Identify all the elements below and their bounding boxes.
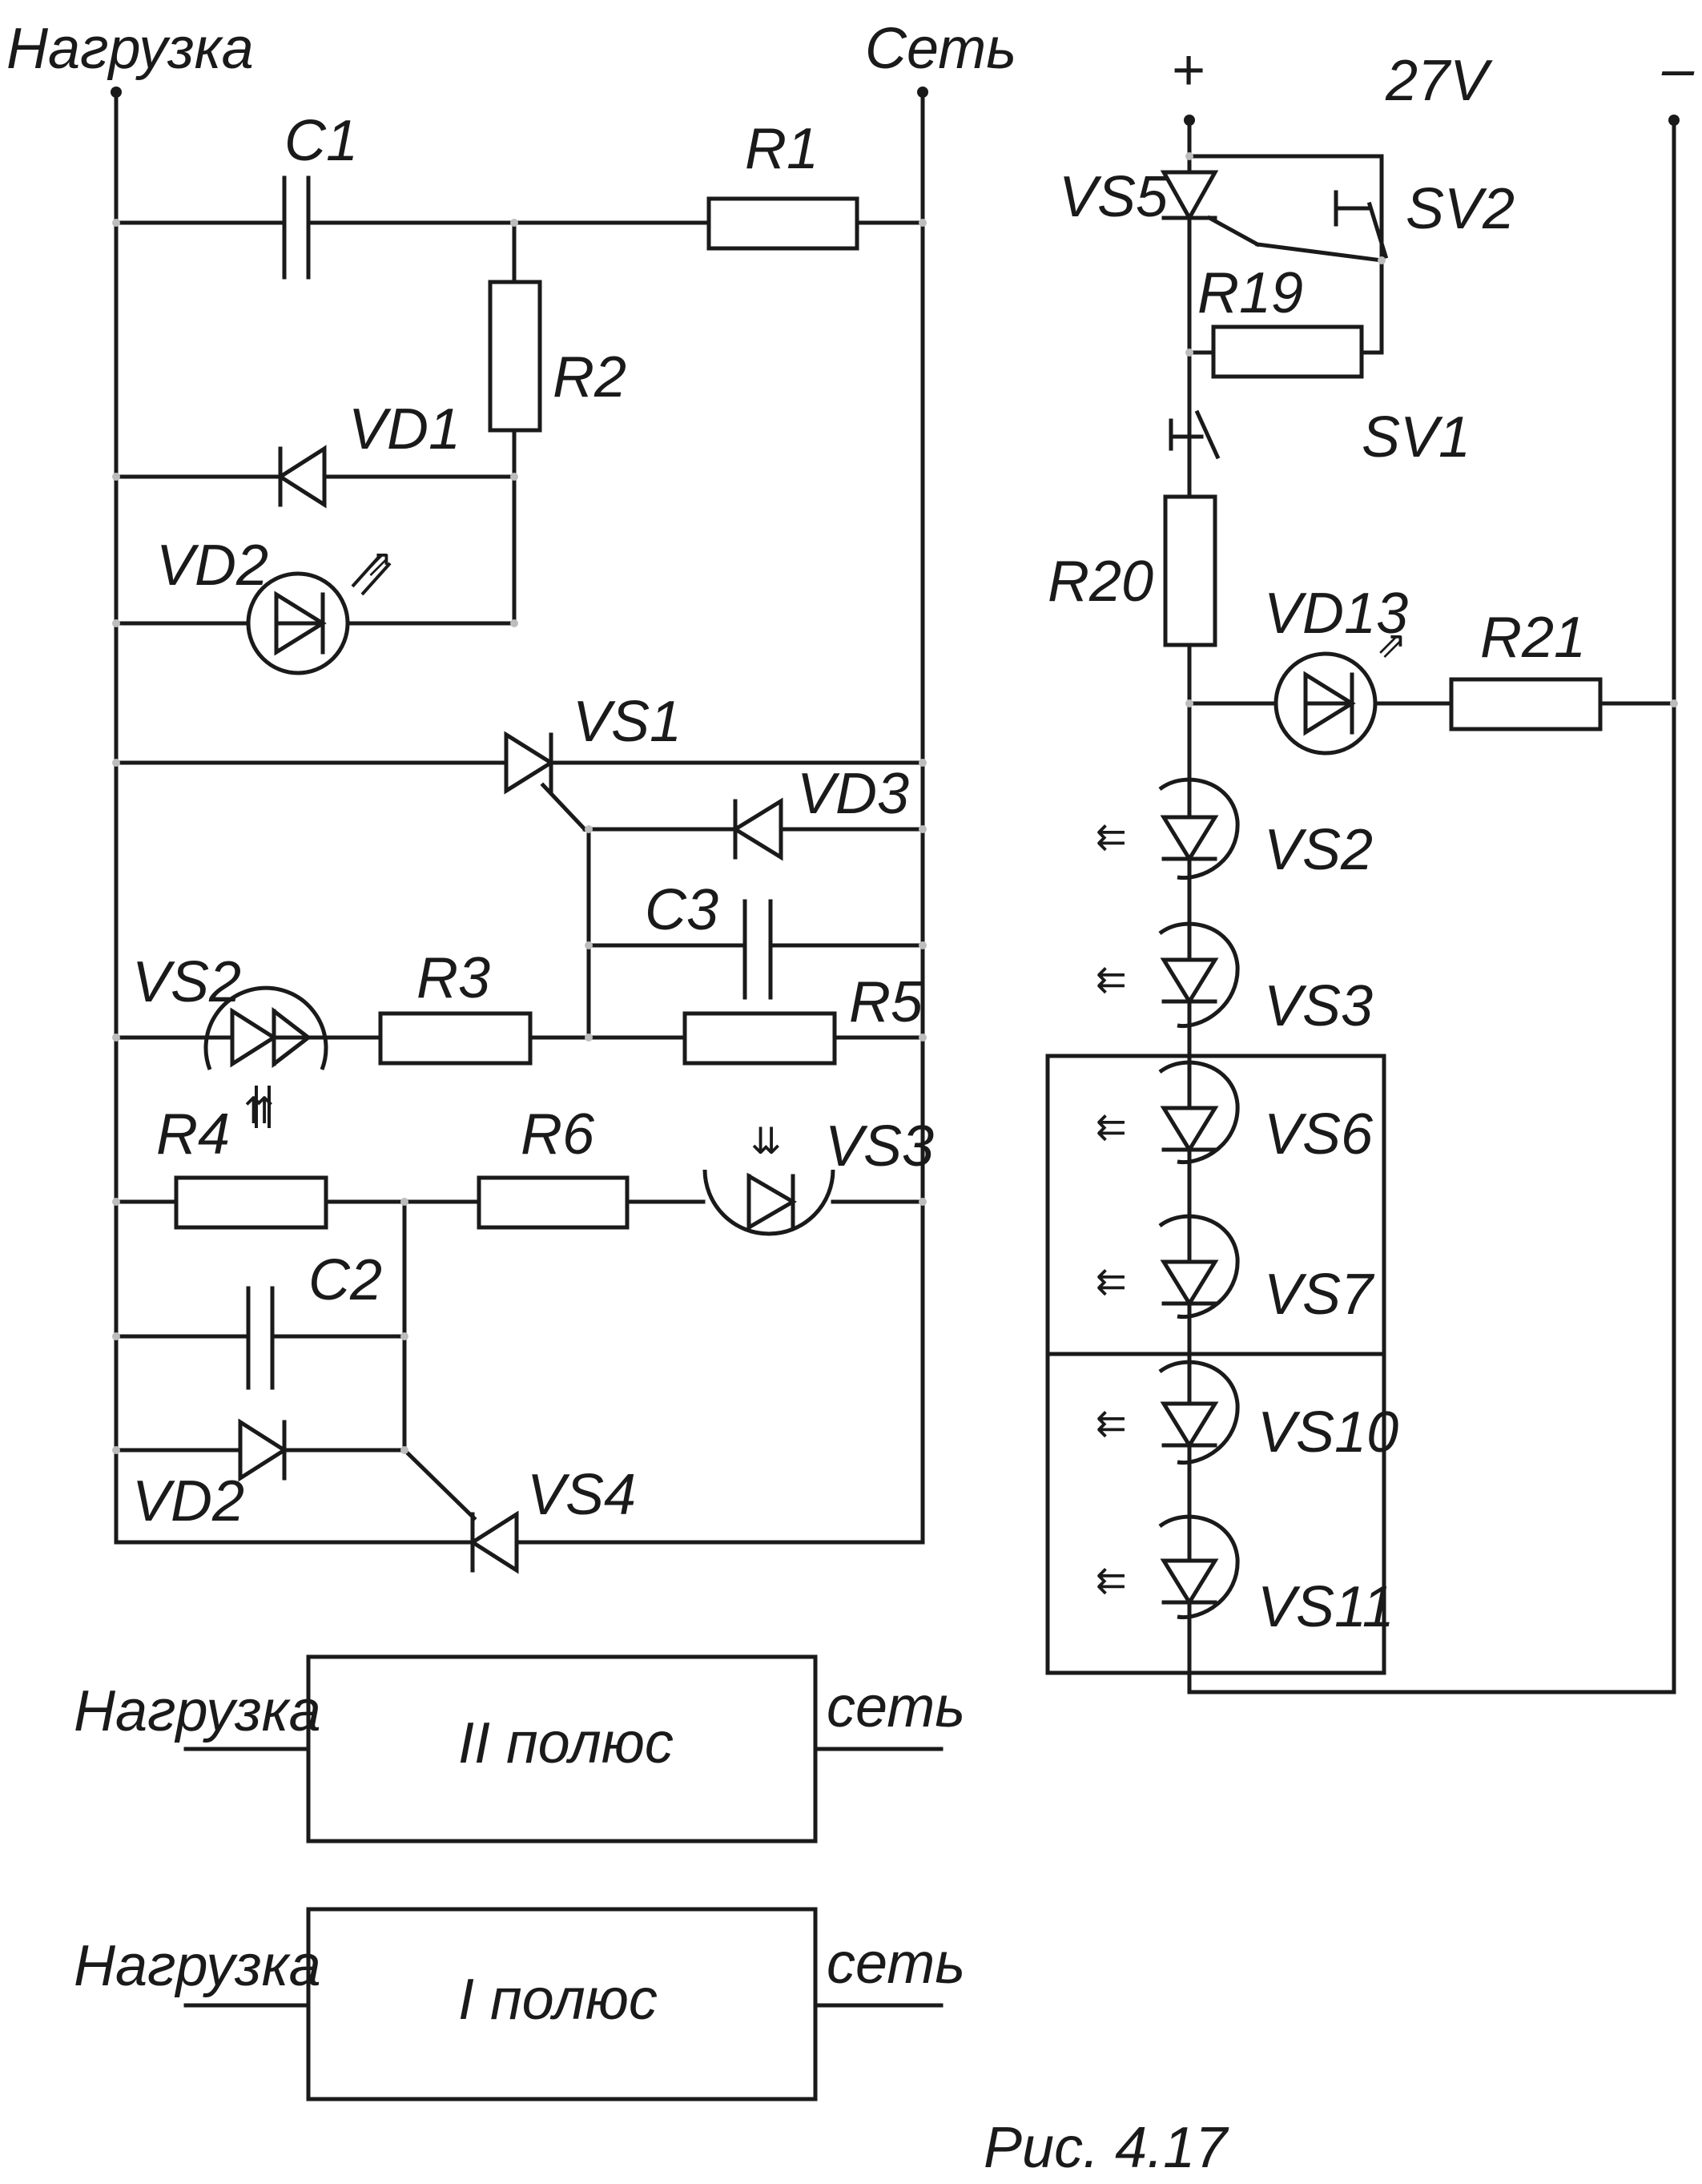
capacitor-c1 <box>282 175 311 280</box>
sv1-label: SV1 <box>1362 405 1471 469</box>
terminal-load-label: Нагрузка <box>6 17 254 81</box>
vd3-label: VD3 <box>797 762 909 826</box>
r2-label: R2 <box>553 345 626 409</box>
vs1-label: VS1 <box>573 690 682 754</box>
r20-label: R20 <box>1048 550 1153 614</box>
opto-vs10: ⇇ <box>1096 1360 1240 1465</box>
vs11-label: VS11 <box>1257 1575 1394 1639</box>
capacitor-c2 <box>246 1286 275 1390</box>
c2-label: C2 <box>308 1248 382 1312</box>
r19-label: R19 <box>1197 261 1303 325</box>
figure-caption: Рис. 4.17 <box>984 2116 1229 2180</box>
thyristor-vs1 <box>114 731 925 832</box>
right-circuit: + 27V – SV2 VS5 R19 <box>1045 37 1695 1694</box>
resistor-r5 <box>682 1011 837 1066</box>
vd2-top-label: VD2 <box>156 534 268 598</box>
r1-label: R1 <box>745 117 819 181</box>
vs10-label: VS10 <box>1257 1400 1398 1465</box>
pole-block-i: Нагрузка сеть I полюс <box>74 1907 965 2101</box>
resistor-r3 <box>378 1011 533 1066</box>
minus-label: – <box>1661 37 1695 101</box>
vs4-label: VS4 <box>527 1463 636 1527</box>
vs7-label: VS7 <box>1264 1263 1375 1327</box>
voltage-label: 27V <box>1385 49 1493 113</box>
diode-vd1 <box>114 445 517 509</box>
opto-led-arrow-icon-vs3: ⇇ <box>1096 957 1127 1001</box>
vs5-label: VS5 <box>1059 165 1169 229</box>
opto-led-arrow-icon-vs10: ⇇ <box>1096 1401 1127 1445</box>
switch-sv1 <box>1169 402 1221 499</box>
opto-led-stack <box>1045 1054 1386 1675</box>
junction-dots-right <box>1185 152 1678 707</box>
vs2-right-label: VS2 <box>1264 818 1373 882</box>
optothyristor-vs2: ⇈ <box>203 985 328 1132</box>
resistor-r21 <box>1449 677 1603 731</box>
diode-vd2-bottom <box>238 1418 288 1482</box>
svg-text:⇗: ⇗ <box>362 541 393 584</box>
pole-block-ii: Нагрузка сеть II полюс <box>74 1654 965 1844</box>
vd13-label: VD13 <box>1264 582 1408 646</box>
vs6-label: VS6 <box>1264 1102 1374 1167</box>
vs3-right-label: VS3 <box>1264 974 1373 1038</box>
block-ii-label: II полюс <box>458 1711 674 1775</box>
resistor-r19 <box>1211 324 1364 379</box>
opto-vs3-right: ⇇ <box>1096 921 1240 1029</box>
capacitor-c3 <box>742 899 773 1000</box>
block-i-right-label: сеть <box>827 1932 965 1996</box>
led-emit-arrow-icon: ⇗ <box>1376 623 1407 666</box>
opto-input-arrow-icon: ⇈ <box>243 1089 275 1132</box>
plus-label: + <box>1171 38 1205 103</box>
resistor-r2 <box>488 280 542 433</box>
led-vd13: ⇗ <box>1273 623 1407 756</box>
block-i-left-label: Нагрузка <box>74 1934 321 1998</box>
opto-input-arrow-icon-vs3: ⇊ <box>750 1119 782 1163</box>
terminal-net-label: Сеть <box>865 17 1016 81</box>
opto-led-arrow-icon-vs11: ⇇ <box>1096 1558 1127 1602</box>
c3-label: C3 <box>645 878 718 942</box>
resistor-r20 <box>1163 494 1217 647</box>
c1-label: C1 <box>284 109 358 173</box>
opto-vs6: ⇇ <box>1096 1060 1240 1165</box>
sv2-label: SV2 <box>1406 177 1515 241</box>
r21-label: R21 <box>1480 606 1586 670</box>
thyristor-vs4 <box>469 1510 519 1574</box>
thyristor-vs5 <box>1160 170 1384 263</box>
vs3-left-label: VS3 <box>825 1114 934 1179</box>
vs2-left-label: VS2 <box>132 950 241 1014</box>
opto-vs7: ⇇ <box>1096 1214 1240 1320</box>
block-ii-left-label: Нагрузка <box>74 1679 321 1743</box>
opto-led-arrow-icon-vs6: ⇇ <box>1096 1105 1127 1148</box>
row-c1-r1: C1 R1 <box>114 109 925 280</box>
vd2-bottom-label: VD2 <box>132 1469 244 1533</box>
junction-dots <box>112 219 927 1454</box>
block-ii-right-label: сеть <box>827 1675 965 1739</box>
resistor-r4 <box>174 1175 328 1230</box>
r4-label: R4 <box>156 1102 230 1167</box>
opto-vs11: ⇇ <box>1096 1514 1240 1620</box>
led-vd2-top: ⇗ <box>114 541 517 675</box>
r6-label: R6 <box>521 1102 595 1167</box>
opto-vs2-right: ⇇ <box>1096 777 1240 880</box>
opto-led-arrow-icon-vs7: ⇇ <box>1096 1259 1127 1303</box>
opto-led-arrow-icon-vs2: ⇇ <box>1096 815 1127 858</box>
r3-label: R3 <box>416 946 490 1010</box>
r5-label: R5 <box>849 970 923 1034</box>
optothyristor-vs3: ⇊ <box>702 1119 835 1236</box>
left-circuit: Нагрузка Сеть C1 R1 R2 <box>6 17 1016 1574</box>
diode-vd3 <box>731 797 783 861</box>
block-i-label: I полюс <box>458 1968 658 2032</box>
vd1-label: VD1 <box>348 397 461 461</box>
resistor-r1 <box>706 196 859 251</box>
switch-sv2 <box>1334 180 1389 263</box>
resistor-r6 <box>477 1175 630 1230</box>
